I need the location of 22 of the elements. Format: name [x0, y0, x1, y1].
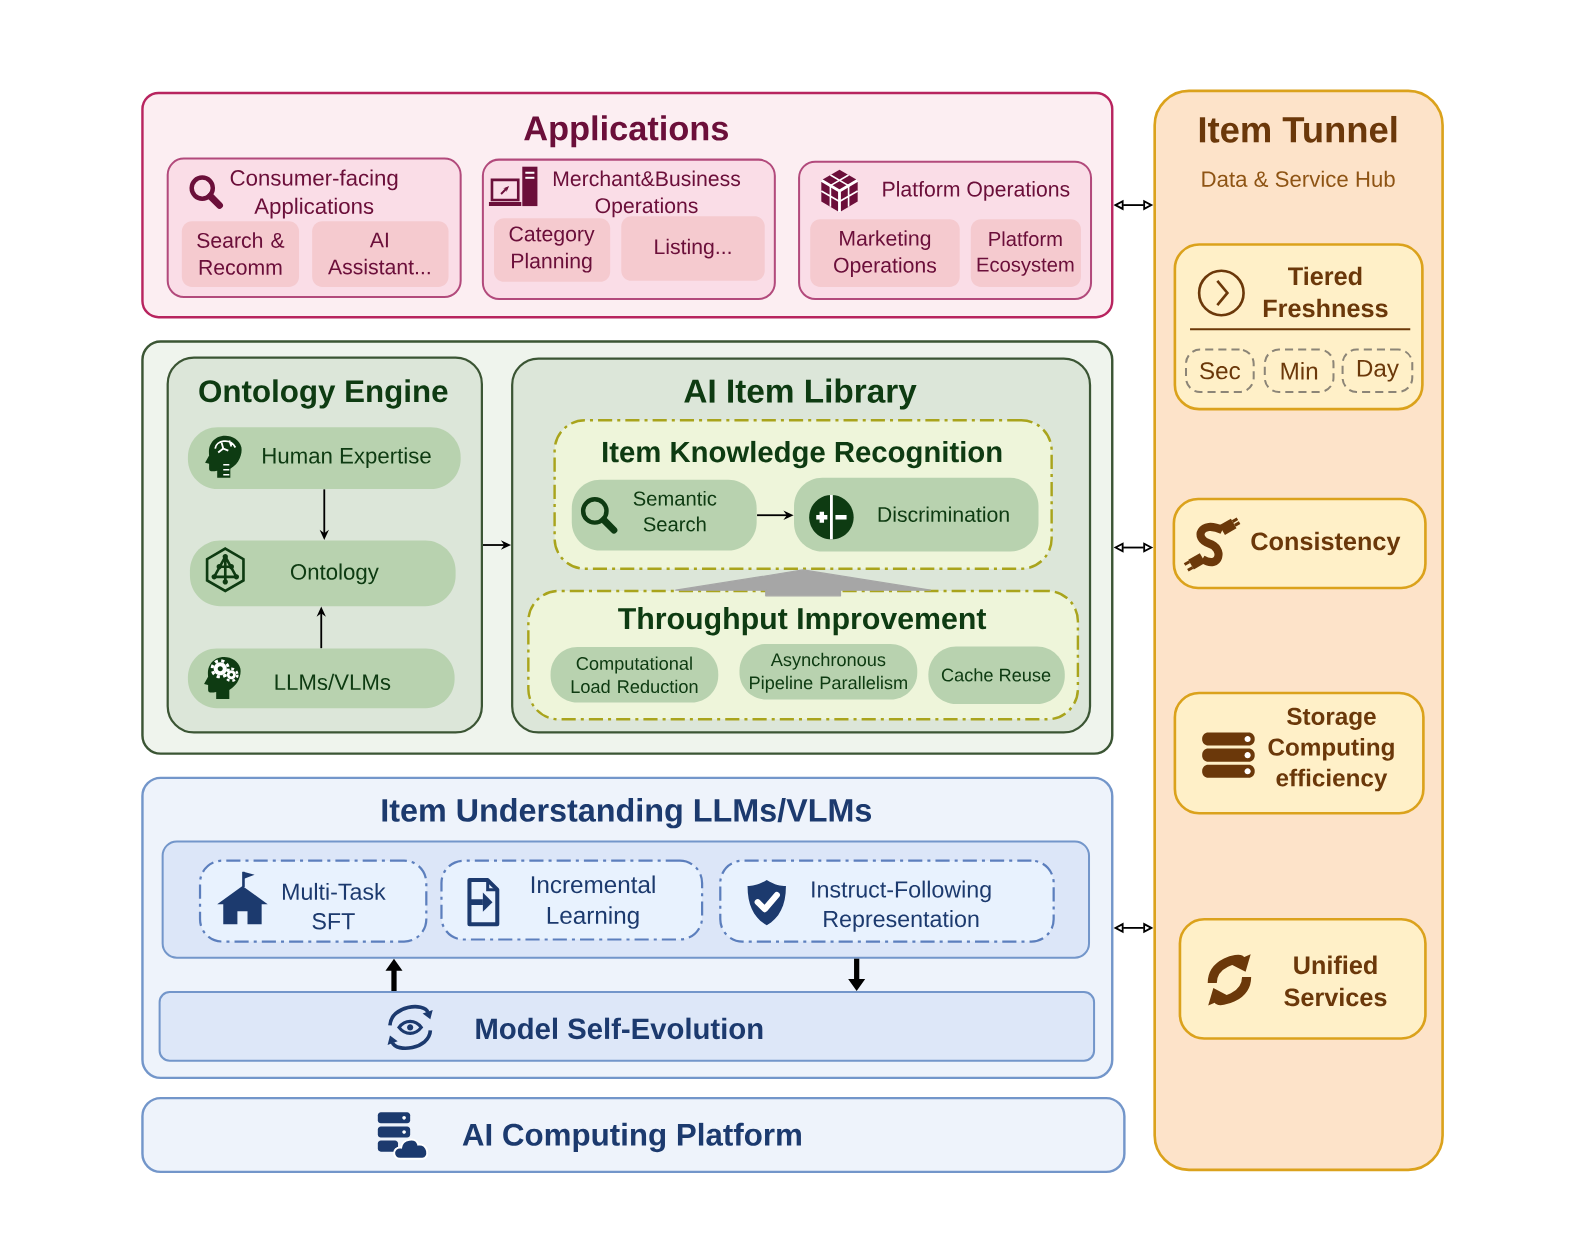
feature-card: Storage Computing efficiency	[1173, 691, 1425, 815]
item-box: Category Planning	[494, 218, 611, 282]
tier-chip: Min	[1263, 348, 1335, 394]
tier-chip: Sec	[1185, 348, 1255, 394]
component-box: Asynchronous Pipeline Parallelism	[739, 644, 918, 700]
item-box: Search & Recomm	[181, 221, 300, 288]
component-box: Ontology	[189, 540, 456, 607]
component-box: Incremental Learning	[440, 859, 704, 941]
block-arrow	[675, 569, 931, 597]
component-box: Instruct-Following Representation	[719, 859, 1055, 943]
component-box: Multi-Task SFT	[198, 859, 428, 943]
feature-card: Consistency	[1172, 497, 1427, 590]
feature-card: Unified Services	[1178, 918, 1427, 1040]
item-box: AI Assistant...	[312, 221, 449, 288]
item-box: Platform Ecosystem	[970, 219, 1081, 288]
module-box: Model Self-Evolution	[158, 991, 1096, 1062]
item-box: Marketing Operations	[810, 219, 960, 288]
layer-panel: AI Computing Platform	[141, 1097, 1126, 1174]
item-box: Listing...	[621, 216, 765, 281]
component-box: Semantic Search	[571, 480, 757, 551]
component-box: Computational Load Reduction	[550, 647, 719, 703]
tier-chip: Day	[1341, 348, 1414, 394]
